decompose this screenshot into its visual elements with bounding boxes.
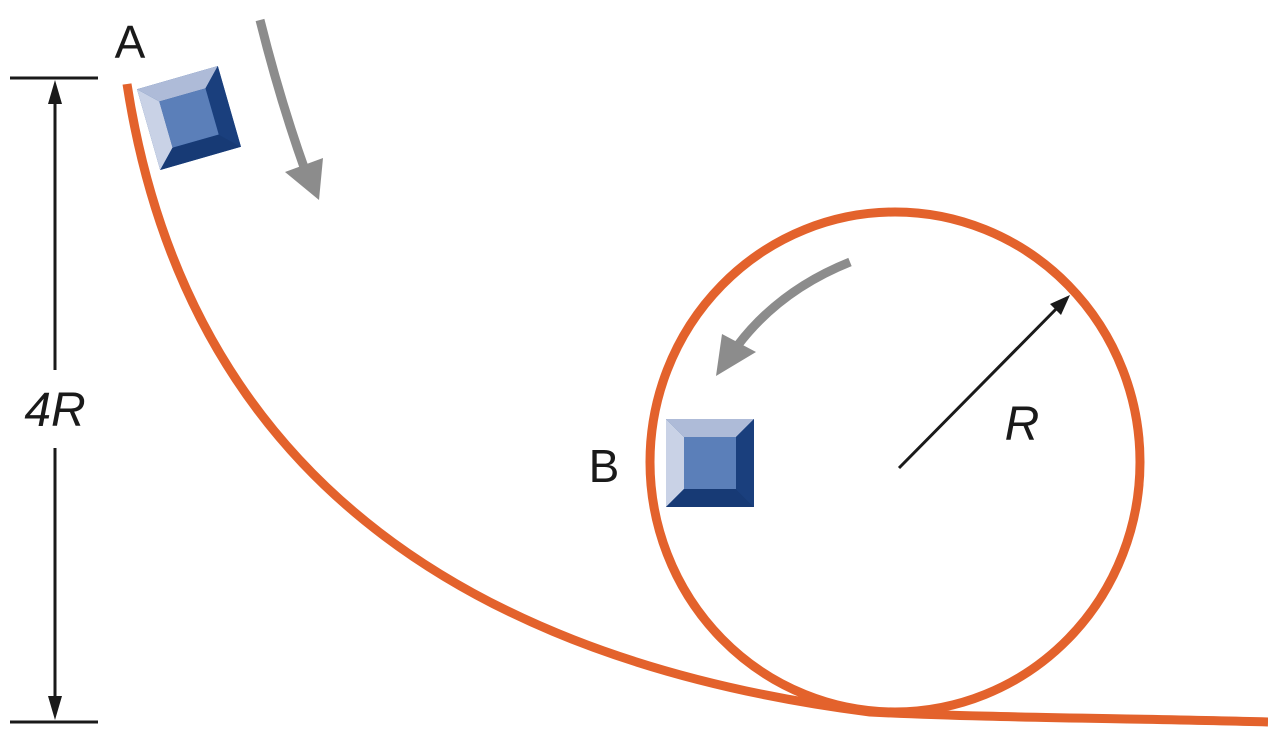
height-label: 4R	[24, 384, 85, 437]
radius-label: R	[1005, 398, 1040, 451]
motion-arrow-a	[255, 18, 323, 200]
point-a-label: A	[115, 16, 146, 68]
block-b	[666, 419, 754, 507]
point-b-label: B	[589, 440, 620, 492]
block-a	[137, 66, 241, 170]
motion-arrow-b	[716, 257, 852, 376]
track-loop	[645, 207, 1145, 717]
track-slide	[122, 83, 1268, 727]
height-dimension	[10, 76, 98, 724]
radius-arrow	[897, 300, 1065, 470]
radius-arrowhead	[1050, 295, 1070, 315]
